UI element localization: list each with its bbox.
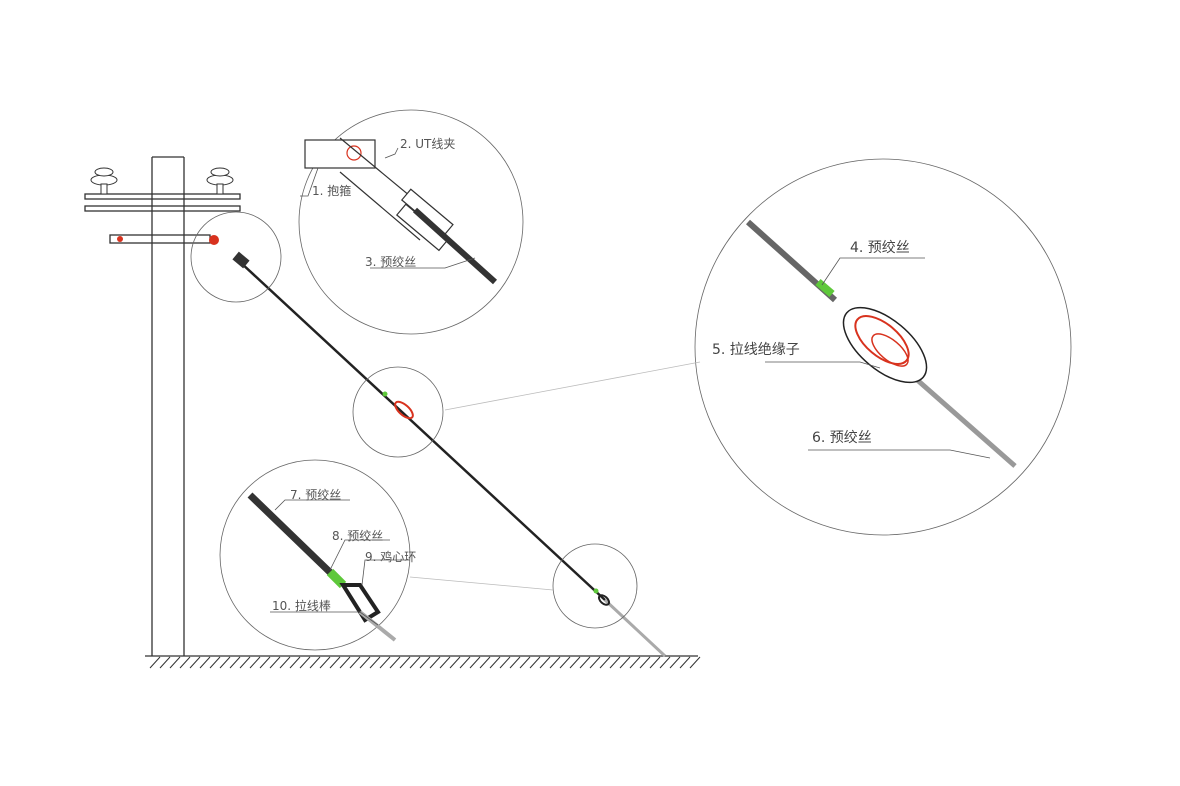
label-2: 2. UT线夹 [400, 137, 455, 151]
ground-hatch [309, 656, 321, 669]
ground-hatch [619, 656, 631, 669]
detail-circle-bottom-small [552, 543, 638, 629]
ground-hatch [629, 656, 641, 669]
ground-hatch [339, 656, 351, 669]
label-3: 3. 预绞丝 [365, 254, 416, 269]
ground-hatch [649, 656, 661, 669]
ground-hatch [499, 656, 511, 669]
label-7: 7. 预绞丝 [290, 487, 341, 502]
ground-hatch [259, 656, 271, 669]
ground-hatch [509, 656, 521, 669]
detail-circle-right-large [694, 158, 1072, 536]
ground-hatch [249, 656, 261, 669]
ground-hatch [349, 656, 361, 669]
ground-hatch [369, 656, 381, 669]
ground-hatch [569, 656, 581, 669]
label-8: 8. 预绞丝 [332, 528, 383, 543]
ground-hatch [609, 656, 621, 669]
label-5: 5. 拉线绝缘子 [712, 342, 800, 358]
bolt-marker [117, 236, 123, 242]
ground-hatch [689, 656, 701, 669]
ground-hatch [169, 656, 181, 669]
ground-hatch [379, 656, 391, 669]
ground-hatch [439, 656, 451, 669]
clamp-detail [304, 137, 498, 285]
ground-hatch [409, 656, 421, 669]
ground-hatch [199, 656, 211, 669]
ground-hatch [469, 656, 481, 669]
detail-circle-top-small [190, 211, 282, 303]
ground-hatch [389, 656, 401, 669]
ground-hatch [399, 656, 411, 669]
ground-hatch [489, 656, 501, 669]
ground-hatch [419, 656, 431, 669]
ground-hatch [459, 656, 471, 669]
ground-hatch [529, 656, 541, 669]
detail-circle-bottom-large [219, 459, 411, 651]
ground-hatch [559, 656, 571, 669]
ground-hatch [229, 656, 241, 669]
ground-hatch [589, 656, 601, 669]
ground-hatch [679, 656, 691, 669]
label-9: 9. 鸡心环 [365, 549, 416, 564]
ground-hatch [519, 656, 531, 669]
ground-hatch [659, 656, 671, 669]
anchor-detail [247, 492, 397, 642]
guy-wire [239, 261, 606, 601]
ground-hatch [289, 656, 301, 669]
ground-hatch [359, 656, 371, 669]
anchor-rod [603, 598, 667, 658]
ground-hatch [149, 656, 161, 669]
ground-hatch [479, 656, 491, 669]
ground-hatch [219, 656, 231, 669]
insulator-detail [745, 219, 1017, 468]
label-6: 6. 预绞丝 [812, 429, 872, 446]
ground-hatch [269, 656, 281, 669]
label-4: 4. 预绞丝 [850, 239, 910, 256]
detail-circle-mid-small [352, 366, 444, 458]
ground-hatch [549, 656, 561, 669]
ground-hatch [319, 656, 331, 669]
ground-hatch [329, 656, 341, 669]
ground-hatch [209, 656, 221, 669]
utility-pole [84, 156, 241, 656]
ground-hatch [279, 656, 291, 669]
ground-hatch [639, 656, 651, 669]
ground-hatch [299, 656, 311, 669]
ground-hatch [239, 656, 251, 669]
detail-circle-top-large [298, 109, 524, 335]
insulator-left [90, 167, 118, 195]
ground-hatch [539, 656, 551, 669]
ground-hatch [189, 656, 201, 669]
ground-hatch [159, 656, 171, 669]
ground-hatch [599, 656, 611, 669]
ground-hatch [179, 656, 191, 669]
ground-hatch [579, 656, 591, 669]
ground-hatch [429, 656, 441, 669]
label-1: 1. 抱箍 [312, 183, 351, 198]
ground-hatch [449, 656, 461, 669]
insulator-right [206, 167, 234, 195]
label-10: 10. 拉线棒 [272, 598, 331, 613]
ground-hatch [669, 656, 681, 669]
